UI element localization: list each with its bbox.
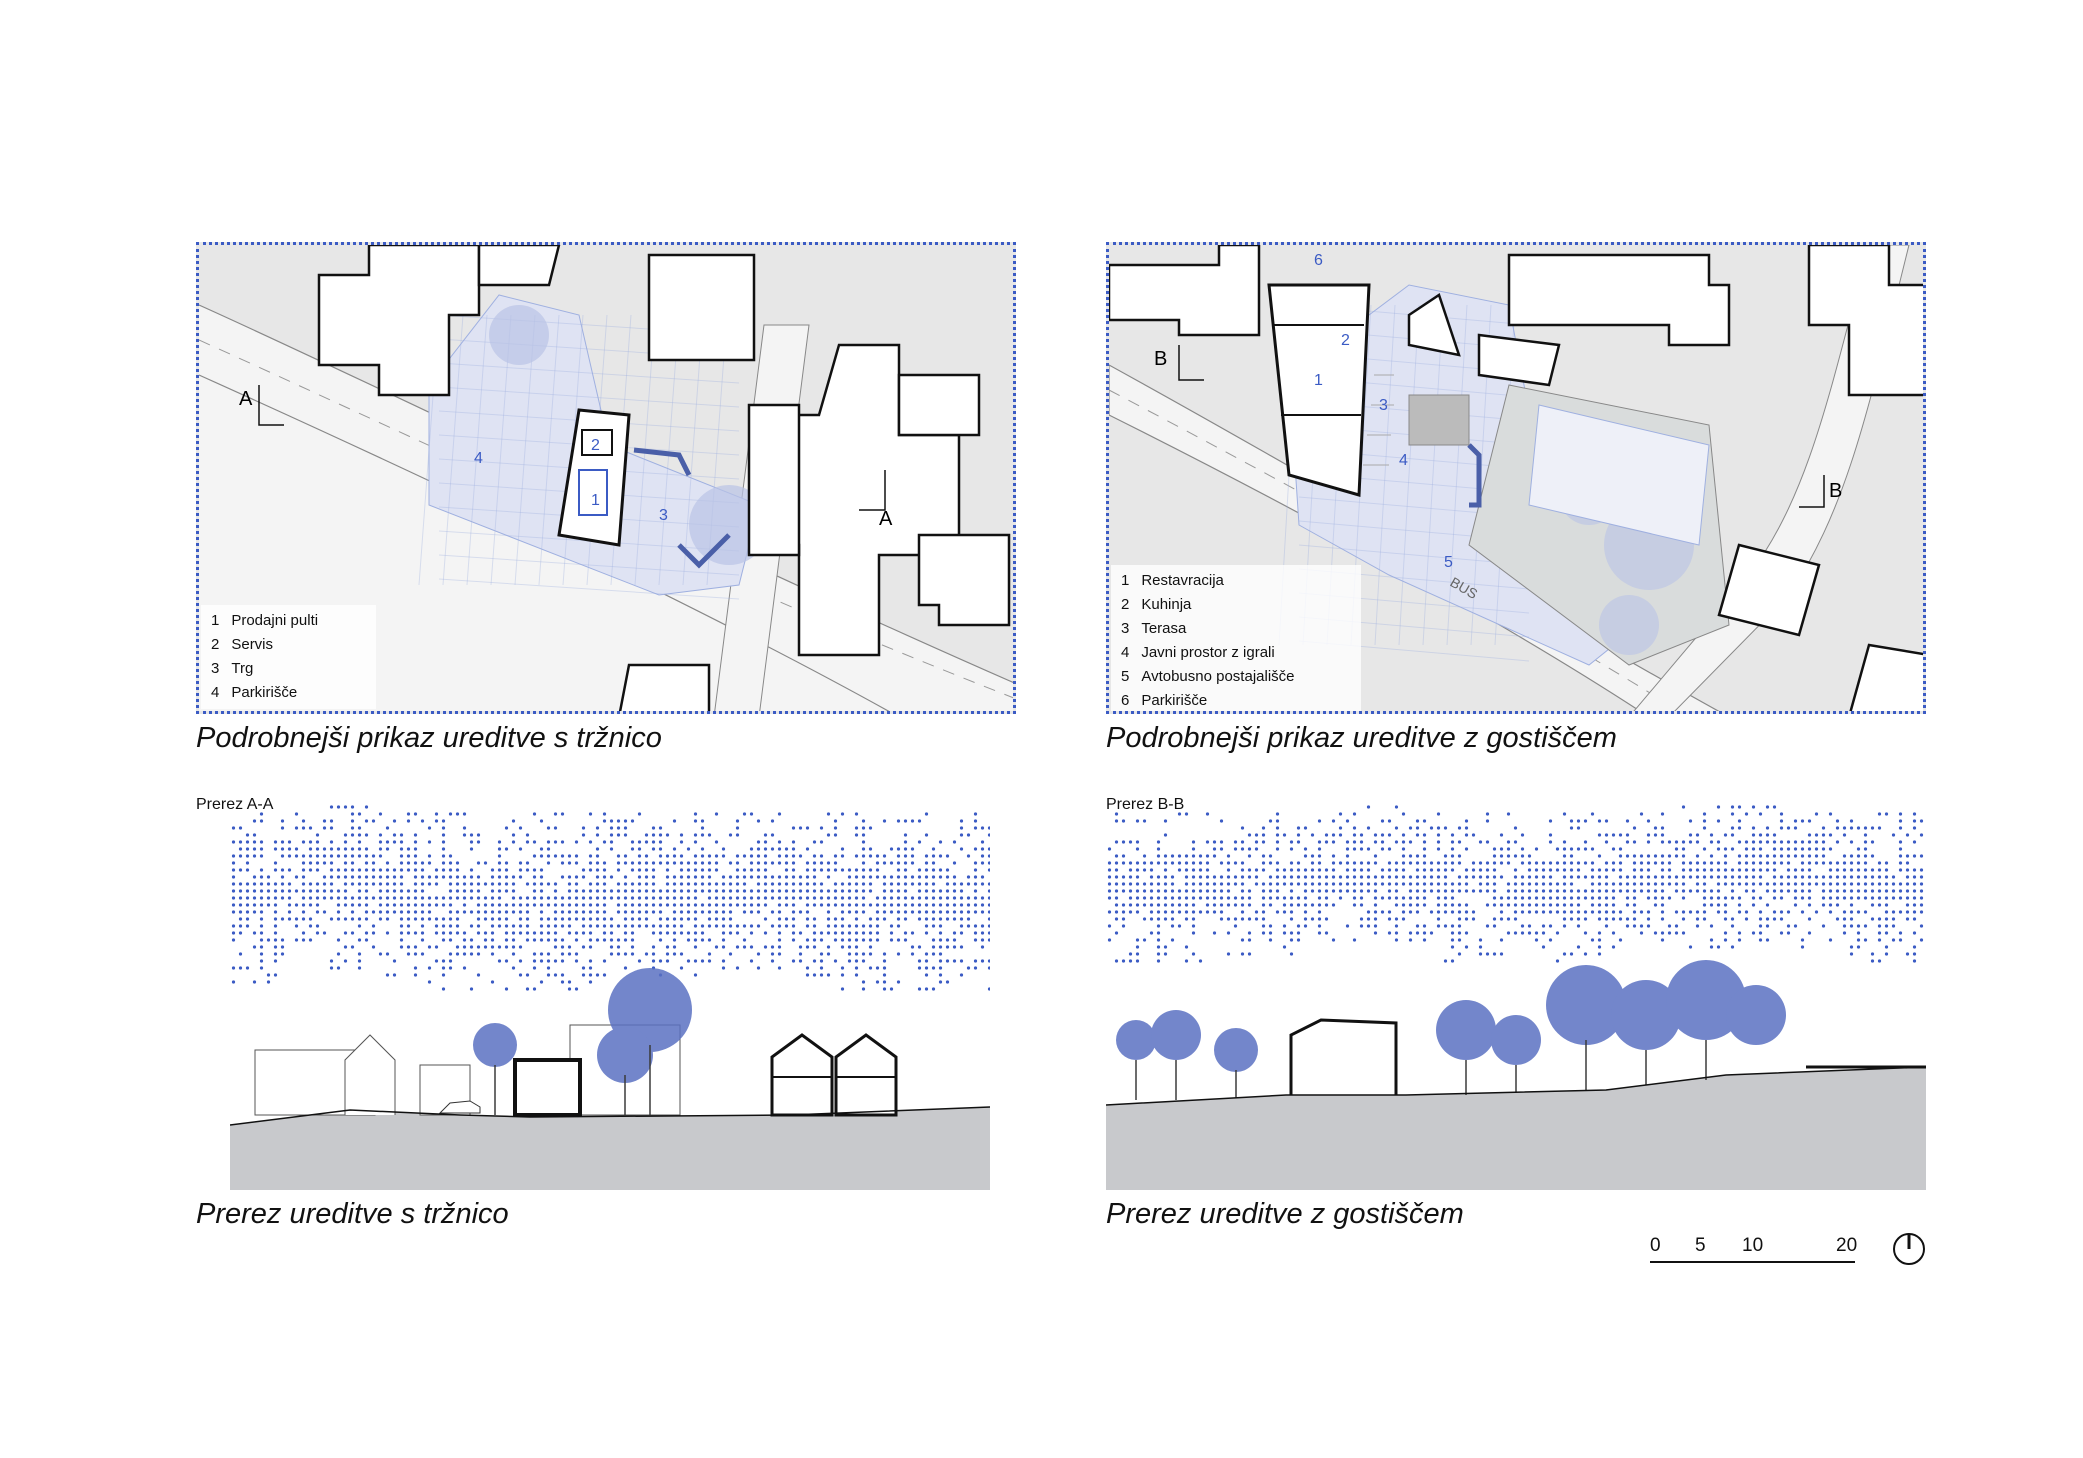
section-left [230, 795, 990, 1190]
plan-left-label-1: 1 [591, 492, 600, 509]
plan-right-label-1: 1 [1314, 372, 1323, 389]
section-right-title: Prerez B-B [1106, 796, 1185, 813]
plan-right-drawing: 2 1 3 4 5 6 BUS B B [1109, 245, 1923, 711]
plan-left-label-4: 4 [474, 450, 483, 467]
section-mark-a-plan-end: A [879, 508, 893, 530]
plan-right-caption: Podrobnejši prikaz ureditve z gostiščem [1106, 722, 1617, 754]
section-mark-b-plan: B [1154, 348, 1167, 370]
section-left-caption: Prerez ureditve s tržnico [196, 1198, 509, 1230]
plan-left-caption: Podrobnejši prikaz ureditve s tržnico [196, 722, 662, 754]
north-arrow-icon [1892, 1232, 1926, 1266]
section-right-drawing [1106, 805, 1926, 1190]
scale-bar: 0 5 10 20 [1650, 1235, 1860, 1265]
scale-tick-20: 20 [1836, 1235, 1858, 1256]
section-left-title: Prerez A-A [196, 796, 274, 813]
plan-right-label-2: 2 [1341, 332, 1350, 349]
plan-left-label-2: 2 [591, 437, 600, 454]
scale-tick-0: 0 [1650, 1235, 1661, 1256]
plan-right-label-3: 3 [1379, 397, 1388, 414]
scale-tick-5: 5 [1695, 1235, 1706, 1256]
section-right [1106, 795, 1926, 1190]
plan-left-drawing: 2 1 3 4 A A [199, 245, 1013, 711]
scale-tick-10: 10 [1742, 1235, 1764, 1256]
plan-left-label-3: 3 [659, 507, 668, 524]
plan-right-label-4: 4 [1399, 452, 1408, 469]
section-right-caption: Prerez ureditve z gostiščem [1106, 1198, 1464, 1230]
restaurant-building: 2 1 [1267, 283, 1371, 497]
scale-line [1650, 1261, 1855, 1263]
market-pavilion: 2 1 [557, 408, 631, 547]
plan-right-label-5: 5 [1444, 554, 1453, 571]
section-left-drawing [230, 805, 990, 1190]
section-mark-a-plan: A [239, 388, 253, 410]
section-mark-b-plan-end: B [1829, 480, 1842, 502]
plan-right-label-6: 6 [1314, 252, 1323, 269]
